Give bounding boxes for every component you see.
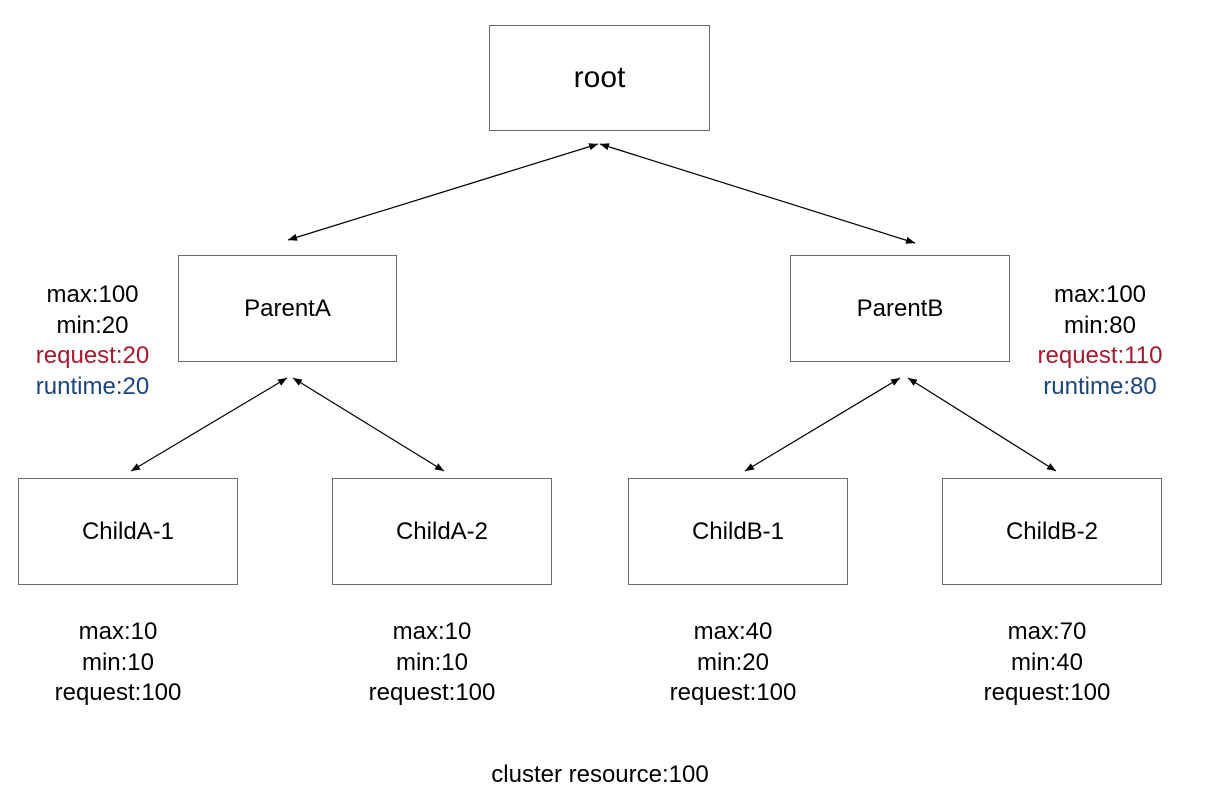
child-a-1-request: request:100 [54, 679, 182, 706]
edge-parentA-childA2 [292, 377, 445, 472]
parent-b-properties: max:100 min:80 request:110 runtime:80 [1015, 280, 1185, 402]
node-root-label: root [573, 61, 626, 94]
cluster-resource-caption: cluster resource:100 [491, 761, 709, 788]
child-a-2-min: min:10 [395, 648, 469, 676]
child-b-1-properties: max:40 min:20 request:100 [638, 617, 828, 709]
edge-parentB-childB2 [907, 377, 1057, 472]
child-b-2-max: max:70 [1007, 618, 1087, 645]
parent-a-request: request:20 [35, 342, 150, 369]
node-child-b-1-label: ChildB-1 [691, 517, 785, 545]
child-b-2-request: request:100 [983, 679, 1111, 706]
node-child-a-2-label: ChildA-2 [395, 517, 489, 545]
child-a-1-max: max:10 [78, 618, 158, 645]
child-a-1-properties: max:10 min:10 request:100 [23, 617, 213, 709]
node-parent-b[interactable]: ParentB [790, 255, 1010, 362]
child-a-2-properties: max:10 min:10 request:100 [337, 617, 527, 709]
node-child-b-2-label: ChildB-2 [1005, 517, 1099, 545]
child-b-1-max: max:40 [693, 618, 773, 645]
parent-a-max: max:100 [46, 281, 139, 308]
node-child-a-2[interactable]: ChildA-2 [332, 478, 552, 585]
parent-b-request: request:110 [1037, 342, 1163, 369]
node-parent-a[interactable]: ParentA [178, 255, 397, 362]
child-b-1-min: min:20 [696, 648, 770, 676]
node-child-a-1-label: ChildA-1 [81, 517, 175, 545]
edge-root-parentB [599, 143, 916, 244]
parent-b-runtime: runtime:80 [1043, 372, 1157, 400]
edge-parentA-childA1 [130, 377, 288, 472]
node-root[interactable]: root [489, 25, 710, 131]
child-a-2-max: max:10 [392, 618, 472, 645]
node-child-a-1[interactable]: ChildA-1 [18, 478, 238, 585]
node-parent-b-label: ParentB [856, 294, 944, 322]
edge-root-parentA [287, 143, 599, 241]
node-child-b-2[interactable]: ChildB-2 [942, 478, 1162, 585]
node-parent-a-label: ParentA [244, 294, 331, 322]
parent-b-min: min:80 [1063, 311, 1137, 339]
parent-a-properties: max:100 min:20 request:20 runtime:20 [10, 280, 175, 402]
parent-a-runtime: runtime:20 [35, 372, 150, 400]
child-a-1-min: min:10 [81, 648, 155, 676]
child-b-2-properties: max:70 min:40 request:100 [952, 617, 1142, 709]
child-b-1-request: request:100 [669, 679, 797, 706]
edge-parentB-childB1 [744, 377, 901, 472]
child-a-2-request: request:100 [368, 679, 496, 706]
parent-a-min: min:20 [56, 311, 129, 339]
child-b-2-min: min:40 [1010, 648, 1084, 676]
parent-b-max: max:100 [1053, 281, 1147, 308]
node-child-b-1[interactable]: ChildB-1 [628, 478, 848, 585]
